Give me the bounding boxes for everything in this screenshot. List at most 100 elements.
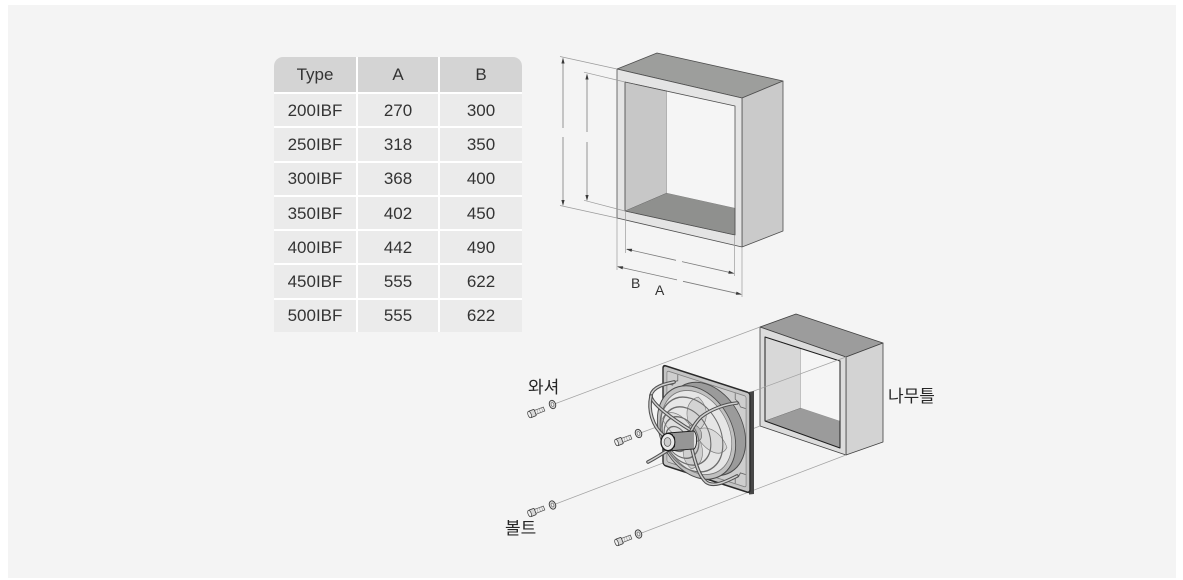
guard-rod [648, 394, 666, 438]
cell-type: 450IBF [274, 265, 356, 298]
guard-rod-highlight [691, 448, 738, 486]
fan-guard-rings [659, 396, 724, 473]
cell-a: 555 [358, 265, 438, 298]
wood-frame-label: 나무틀 [888, 387, 935, 407]
dimension-line-outer-vertical [561, 57, 565, 206]
dimension-line-segment [682, 280, 742, 295]
frame-box [616, 52, 784, 248]
cell-a: 270 [358, 94, 438, 127]
cell-b: 300 [440, 94, 522, 127]
guard-ring [659, 396, 724, 473]
frame-through-opening [667, 91, 735, 208]
column-header-b: B [440, 57, 522, 92]
cell-b: 400 [440, 162, 522, 195]
arrowhead [617, 266, 624, 270]
washer-label: 와셔 [528, 378, 559, 398]
bolt [527, 406, 546, 419]
cell-type: 350IBF [274, 196, 356, 230]
cell-a: 402 [358, 196, 438, 230]
arrowhead [561, 200, 565, 206]
arrowhead [585, 73, 589, 80]
washer [634, 428, 643, 439]
bolt-head-face [614, 538, 619, 547]
bolt-head-face [614, 438, 619, 447]
guard-rod-highlight [649, 395, 665, 437]
wood-frame-illustration [759, 313, 884, 456]
bolt-thread [536, 506, 544, 513]
cell-type: 300IBF [274, 162, 356, 195]
dimension-line-segment [617, 266, 678, 281]
cell-a: 442 [358, 231, 438, 264]
dimension-label-a: A [655, 282, 665, 298]
extension-line [583, 199, 626, 212]
extension-lines [559, 56, 743, 297]
cell-b: 622 [440, 265, 522, 298]
fan-plate-corner-bracket [734, 393, 746, 410]
ventilation-fan [646, 364, 754, 495]
arrowhead [728, 270, 735, 274]
guard-rod-highlight [690, 402, 738, 432]
cell-b: 622 [440, 299, 522, 333]
cell-type: 200IBF [274, 94, 356, 127]
washer-hole [550, 502, 555, 508]
column-header-type: Type [274, 57, 356, 92]
frame-dimension-diagram: B A [559, 52, 784, 298]
bolt-head-face [527, 410, 532, 419]
dimension-line-outer-horizontal [617, 266, 742, 295]
bolt [614, 534, 633, 547]
washer-hole [636, 531, 641, 537]
washer-hole [636, 431, 641, 436]
frame-opening-edge [624, 81, 736, 236]
wood-frame-side-face [845, 342, 884, 456]
cell-b: 350 [440, 128, 522, 161]
guard-rod [689, 401, 739, 433]
cell-a: 368 [358, 162, 438, 195]
cell-a: 318 [358, 128, 438, 161]
content-panel: Type A B 200IBF 270 300 250IBF 318 350 3… [8, 5, 1176, 578]
bolt-label: 볼트 [505, 519, 536, 539]
bolt-thread [623, 535, 631, 542]
fan-guard-rods [646, 380, 739, 487]
extension-line [559, 205, 618, 219]
wood-frame-inner-left-wall [764, 336, 802, 422]
model-dimension-table: Type A B 200IBF 270 300 250IBF 318 350 3… [274, 57, 522, 333]
cell-a: 555 [358, 299, 438, 333]
arrowhead [585, 195, 589, 201]
extension-line [559, 56, 618, 70]
washer [548, 500, 557, 510]
cell-type: 400IBF [274, 231, 356, 264]
dimension-line-segment [681, 261, 734, 274]
frame-side-face [741, 80, 784, 248]
arrowhead [735, 291, 742, 295]
cell-type: 500IBF [274, 299, 356, 333]
frame-inner-left-wall [624, 81, 668, 212]
cell-b: 450 [440, 196, 522, 230]
washer [634, 529, 643, 539]
assembly-diagram: 와셔 볼트 나무틀 [505, 313, 935, 547]
bolt [614, 434, 633, 447]
bolt [527, 505, 546, 518]
guard-ring [663, 416, 700, 459]
washer [548, 399, 557, 410]
motor-end-cap-center [663, 437, 672, 447]
arrowhead [561, 57, 565, 64]
cell-b: 490 [440, 231, 522, 264]
bolt-thread [536, 407, 544, 414]
guard-rod [690, 447, 739, 487]
wood-frame-through-opening [801, 349, 840, 421]
guide-line [552, 326, 761, 405]
guide-line [638, 454, 847, 535]
dimension-label-b: B [631, 275, 640, 291]
arrowhead [626, 248, 633, 252]
bolt-thread [623, 435, 631, 442]
extension-line [583, 71, 626, 83]
cell-type: 250IBF [274, 128, 356, 161]
column-header-a: A [358, 57, 438, 92]
dimension-line-inner-vertical [585, 73, 589, 201]
dimension-line-segment [626, 248, 677, 261]
fan-motor [660, 430, 698, 452]
fasteners [527, 399, 643, 547]
guard-ring [661, 406, 712, 466]
bolt-head-face [527, 509, 532, 518]
